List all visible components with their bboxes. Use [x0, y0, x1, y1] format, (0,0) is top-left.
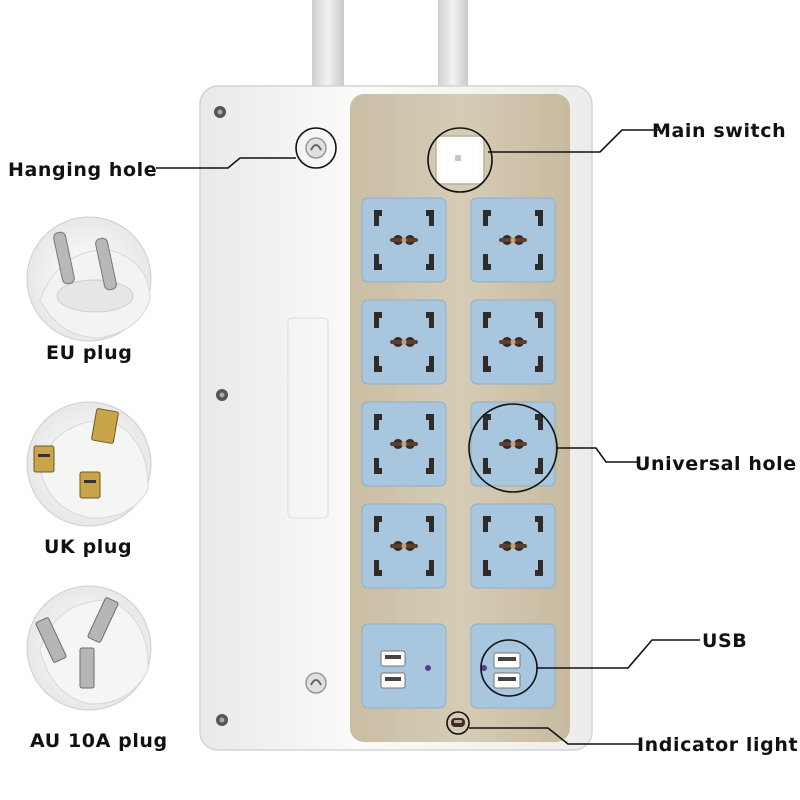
uk-plug-icon: [26, 401, 152, 527]
au-plug-label: AU 10A plug: [30, 730, 168, 752]
main-switch[interactable]: [435, 135, 485, 185]
callout-lines: [156, 127, 700, 745]
usb-port[interactable]: [493, 672, 521, 689]
main-switch-label: Main switch: [652, 120, 787, 142]
indicator-light: [451, 718, 465, 727]
universal-socket[interactable]: [361, 299, 447, 385]
power-cables: [312, 0, 468, 100]
usb-label: USB: [702, 630, 748, 652]
socket-grid: [361, 197, 556, 589]
universal-socket[interactable]: [470, 197, 556, 283]
usb-port[interactable]: [493, 652, 521, 669]
universal-socket[interactable]: [361, 401, 447, 487]
hanging-hole-icon: [305, 137, 327, 159]
universal-socket[interactable]: [470, 299, 556, 385]
universal-socket[interactable]: [361, 503, 447, 589]
usb-module-left: [361, 623, 447, 709]
lower-hanging-hole-icon: [305, 672, 327, 694]
usb-port[interactable]: [380, 672, 406, 689]
usb-port[interactable]: [380, 650, 406, 667]
eu-plug-label: EU plug: [46, 342, 133, 364]
au-plug-icon: [26, 585, 152, 711]
indicator-light-label: Indicator light: [637, 734, 799, 756]
universal-socket[interactable]: [470, 401, 556, 487]
universal-socket[interactable]: [361, 197, 447, 283]
universal-socket[interactable]: [470, 503, 556, 589]
uk-plug-label: UK plug: [44, 536, 133, 558]
eu-plug-icon: [26, 216, 152, 342]
usb-led-icon: [481, 665, 487, 671]
hanging-hole-label: Hanging hole: [8, 159, 158, 181]
universal-hole-label: Universal hole: [635, 453, 797, 475]
usb-led-icon: [425, 665, 431, 671]
